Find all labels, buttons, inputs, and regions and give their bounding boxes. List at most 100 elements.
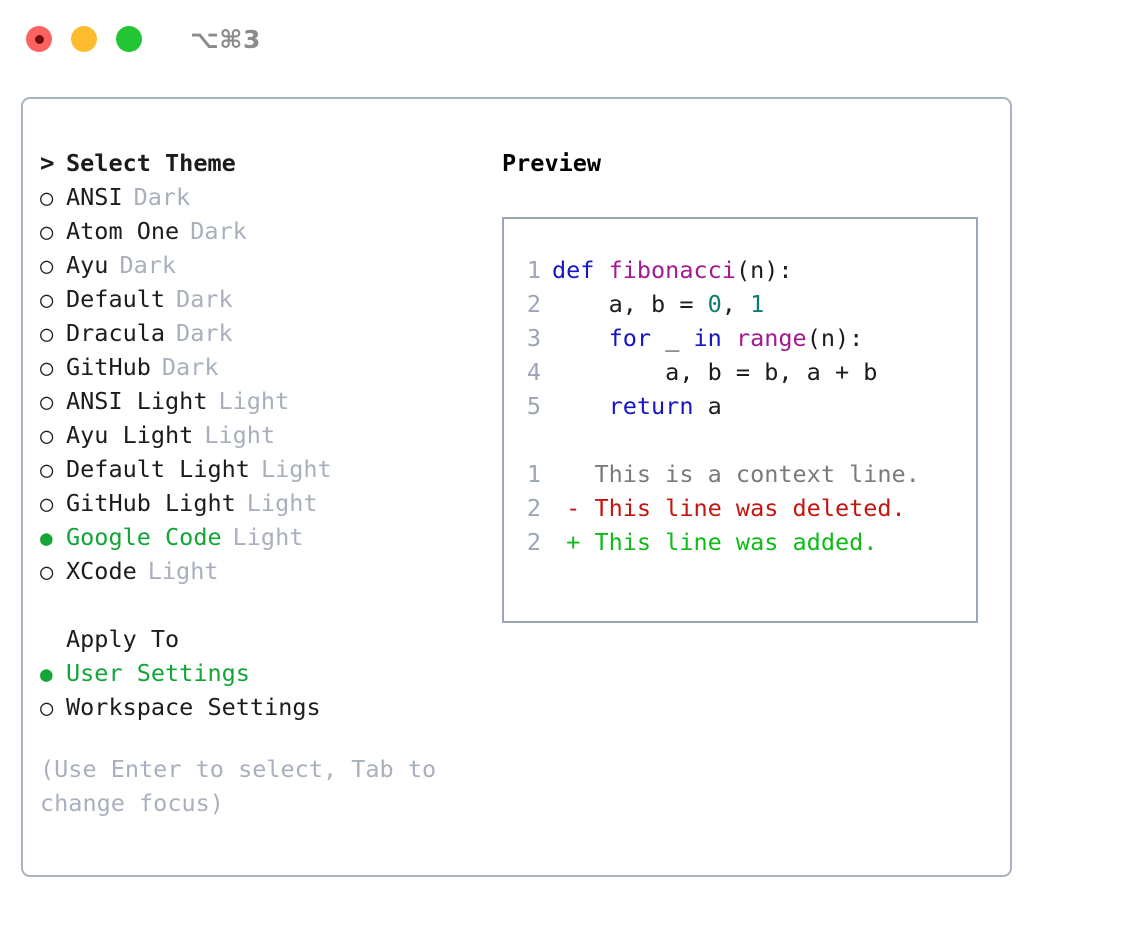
theme-option-ayu[interactable]: ○ Ayu Dark: [40, 248, 490, 282]
apply-to-heading: Apply To: [40, 622, 490, 656]
radio-selected-icon: ●: [40, 526, 53, 550]
code-token-ctx: This is a context line.: [552, 460, 920, 488]
line-number: 3: [526, 324, 541, 352]
select-theme-heading: > Select Theme: [40, 146, 490, 180]
theme-option-label: Default: [66, 285, 166, 313]
theme-option-variant: Dark: [161, 353, 219, 381]
theme-option-github[interactable]: ○ GitHub Dark: [40, 350, 490, 384]
theme-option-variant: Light: [246, 489, 318, 517]
line-number: 4: [526, 358, 541, 386]
theme-option-label: GitHub: [66, 353, 151, 381]
line-number: 2: [526, 494, 541, 522]
code-token-kw: in: [693, 324, 722, 352]
radio-unselected-icon: ○: [40, 288, 54, 313]
code-token-plain: ,: [721, 290, 751, 318]
theme-option-variant: Dark: [176, 285, 233, 313]
radio-unselected-icon: ○: [40, 186, 54, 211]
line-number: 1: [526, 256, 541, 284]
theme-option-label: Atom One: [66, 217, 180, 245]
radio-unselected-icon: ○: [40, 492, 54, 517]
radio-unselected-icon: ○: [40, 390, 54, 415]
line-number: 2: [526, 290, 541, 318]
caret-icon: >: [40, 149, 55, 177]
code-token-num: 1: [750, 290, 765, 318]
maximize-window-icon[interactable]: [116, 26, 142, 52]
code-token-plain: a, b = b, a + b: [552, 358, 878, 386]
radio-unselected-icon: ○: [40, 560, 54, 585]
theme-option-ansi-light[interactable]: ○ ANSI Light Light: [40, 384, 490, 418]
radio-unselected-icon: ○: [40, 458, 54, 483]
apply-to-options-list[interactable]: ● User Settings ○ Workspace Settings: [40, 656, 490, 724]
code-token-fn: fibonacci: [608, 256, 736, 284]
theme-option-google-code[interactable]: ● Google Code Light: [40, 520, 490, 554]
code-line: 5 return a: [515, 389, 976, 423]
code-line: 4 a, b = b, a + b: [515, 355, 976, 389]
line-number: 5: [526, 392, 541, 420]
code-token-plain: [722, 324, 736, 352]
diff-line: 2 - This line was deleted.: [515, 491, 976, 525]
code-token-num: 0: [707, 290, 722, 318]
theme-option-label: Default Light: [66, 455, 250, 483]
code-token-fn: range: [735, 324, 807, 352]
radio-unselected-icon: ○: [40, 696, 54, 721]
code-token-del: - This line was deleted.: [552, 494, 906, 522]
list-spacer: [40, 588, 490, 622]
apply-to-option-user-settings[interactable]: ● User Settings: [40, 656, 490, 690]
radio-unselected-icon: ○: [40, 254, 54, 279]
theme-option-ansi[interactable]: ○ ANSI Dark: [40, 180, 490, 214]
diff-line: 1 This is a context line.: [515, 457, 976, 491]
radio-unselected-icon: ○: [40, 424, 54, 449]
theme-option-variant: Dark: [119, 251, 177, 279]
select-theme-heading-label: Select Theme: [66, 149, 236, 177]
apply-to-option-label: Workspace Settings: [66, 693, 321, 721]
theme-option-label: Ayu Light: [66, 421, 194, 449]
code-token-add: + This line was added.: [552, 528, 878, 556]
code-token-plain: (n):: [806, 324, 864, 352]
code-token-plain: (n):: [735, 256, 793, 284]
apply-to-option-workspace-settings[interactable]: ○ Workspace Settings: [40, 690, 490, 724]
apply-to-heading-label: Apply To: [66, 625, 180, 653]
theme-option-label: Ayu: [66, 251, 109, 279]
theme-option-variant: Light: [232, 523, 304, 551]
traffic-lights: [26, 26, 142, 52]
keyboard-shortcut-label: ⌥⌘3: [190, 24, 261, 54]
theme-option-variant: Light: [218, 387, 290, 415]
radio-unselected-icon: ○: [40, 356, 54, 381]
apply-to-option-label: User Settings: [66, 659, 250, 687]
line-number: 2: [526, 528, 541, 556]
code-token-plain: a, b =: [552, 290, 708, 318]
radio-unselected-icon: ○: [40, 322, 54, 347]
window-titlebar: ⌥⌘3: [0, 0, 1140, 78]
theme-option-default[interactable]: ○ Default Dark: [40, 282, 490, 316]
theme-option-label: XCode: [66, 557, 137, 585]
theme-option-xcode[interactable]: ○ XCode Light: [40, 554, 490, 588]
theme-option-label: Google Code: [66, 523, 222, 551]
theme-option-variant: Light: [204, 421, 276, 449]
theme-option-label: ANSI: [66, 183, 123, 211]
theme-option-variant: Light: [147, 557, 219, 585]
radio-selected-icon: ●: [40, 662, 53, 686]
close-window-icon[interactable]: [26, 26, 52, 52]
code-line: 2 a, b = 0, 1: [515, 287, 976, 321]
diff-line: 2 + This line was added.: [515, 525, 976, 559]
minimize-window-icon[interactable]: [71, 26, 97, 52]
theme-option-label: ANSI Light: [66, 387, 208, 415]
theme-option-label: GitHub Light: [66, 489, 236, 517]
theme-option-github-light[interactable]: ○ GitHub Light Light: [40, 486, 490, 520]
code-token-kw: return: [608, 392, 694, 420]
code-token-plain: [552, 392, 609, 420]
theme-option-ayu-light[interactable]: ○ Ayu Light Light: [40, 418, 490, 452]
theme-option-variant: Dark: [190, 217, 247, 245]
line-number: 1: [526, 460, 541, 488]
keyboard-hint-text: (Use Enter to select, Tab to change focu…: [40, 755, 437, 817]
code-token-plain: [552, 324, 609, 352]
theme-option-variant: Dark: [133, 183, 191, 211]
